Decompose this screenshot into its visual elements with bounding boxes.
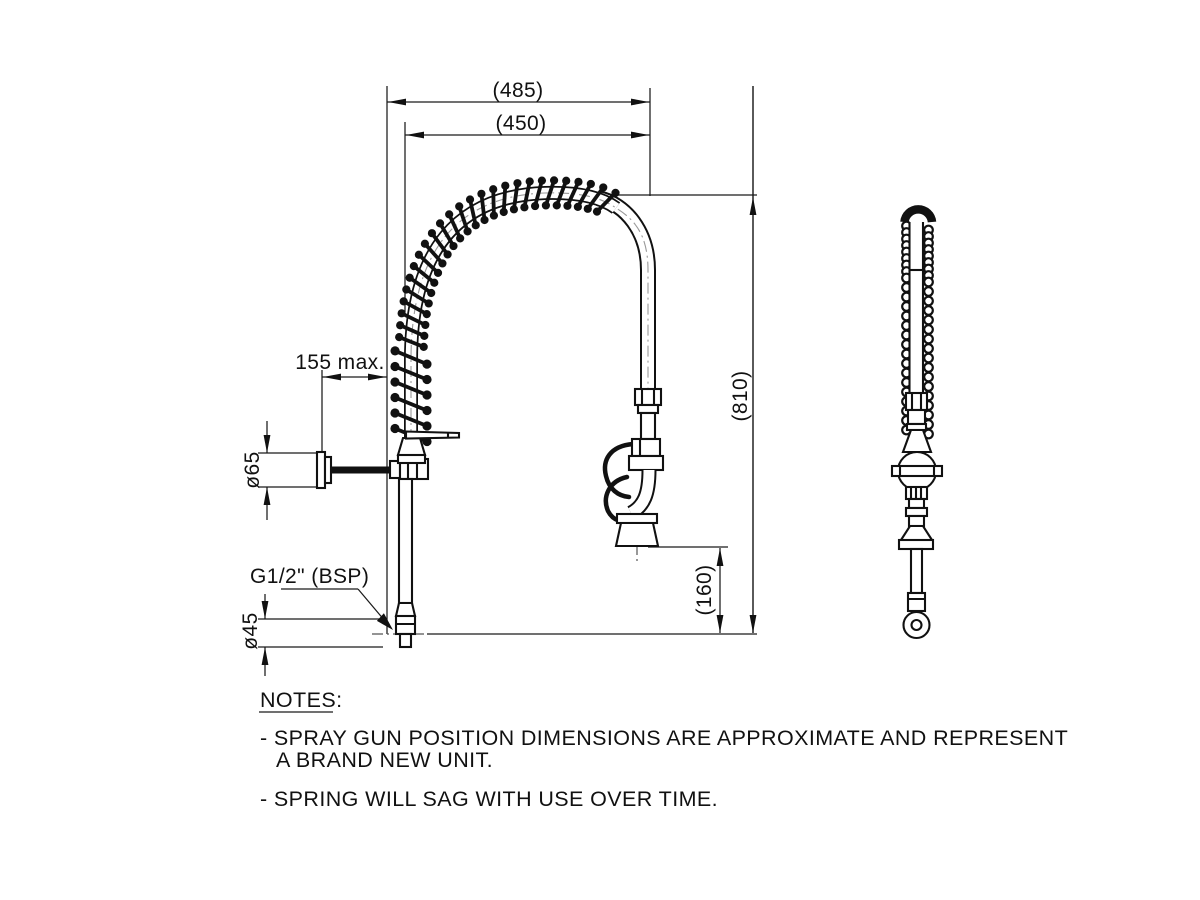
dimension-450: (450)	[405, 112, 650, 139]
dimension-45: ø45	[239, 594, 269, 676]
side-view-inlet-end	[902, 610, 931, 640]
dimension-160: (160)	[693, 548, 724, 633]
dimension-485: (485)	[387, 79, 650, 106]
note2: - SPRING WILL SAG WITH USE OVER TIME.	[260, 787, 718, 811]
notes-title: NOTES:	[260, 688, 342, 712]
dim-485-label: (485)	[492, 79, 543, 102]
spring-coils	[390, 176, 620, 447]
side-view-bracket-plate	[890, 464, 944, 478]
dim-65-label: ø65	[241, 451, 264, 488]
side-view	[890, 205, 944, 640]
dim-45-label: ø45	[239, 612, 262, 649]
dim-155-label: 155 max.	[295, 351, 385, 374]
note1-line2: A BRAND NEW UNIT.	[276, 748, 493, 772]
inlet-thread-label: G1/2" (BSP)	[250, 565, 369, 588]
hose-and-spring	[390, 176, 656, 447]
notes-block: NOTES: - SPRAY GUN POSITION DIMENSIONS A…	[259, 688, 1068, 811]
lever-handle	[404, 430, 461, 440]
spray-gun	[602, 387, 665, 548]
dimension-810: (810)	[729, 86, 757, 633]
side-view-top-cap	[900, 205, 937, 223]
gun-trigger	[602, 441, 636, 500]
dim-160-label: (160)	[693, 564, 716, 615]
dimension-155: 155 max.	[295, 351, 387, 381]
spray-head	[614, 521, 660, 548]
dim-810-label: (810)	[729, 370, 752, 421]
riser-pipe	[394, 430, 461, 649]
note1-line1: - SPRAY GUN POSITION DIMENSIONS ARE APPR…	[260, 726, 1068, 750]
leader-inlet-thread: G1/2" (BSP)	[250, 565, 393, 630]
dim-450-label: (450)	[495, 112, 546, 135]
dimension-65: ø65	[241, 421, 271, 520]
